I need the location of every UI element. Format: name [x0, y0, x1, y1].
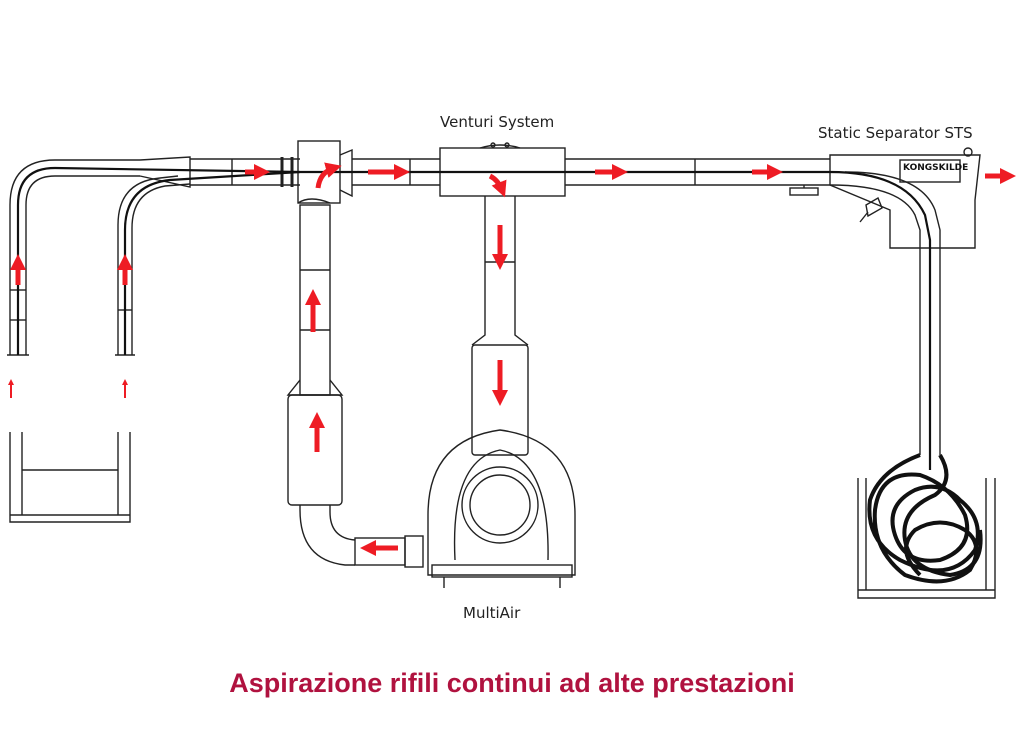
trim-material-line: [16, 166, 983, 584]
brand-plate: [899, 159, 961, 183]
static-separator-label: Static Separator STS: [818, 124, 973, 142]
second-inlet-duct: [117, 175, 179, 355]
static-separator: [829, 154, 981, 249]
duct-system: [7, 140, 996, 599]
page-title: Aspirazione rifili continui ad alte pres…: [229, 668, 795, 698]
kongskilde-logo-text: KONGSKILDE: [903, 163, 969, 173]
flow-arrow: [315, 162, 342, 189]
flow-arrows: [8, 162, 1017, 557]
left-inlet-duct: [9, 159, 140, 355]
multiair-fan: [427, 429, 576, 576]
multiair-label: MultiAir: [463, 604, 521, 622]
venturi-system-label: Venturi System: [440, 113, 555, 131]
flow-arrow: [488, 173, 507, 198]
